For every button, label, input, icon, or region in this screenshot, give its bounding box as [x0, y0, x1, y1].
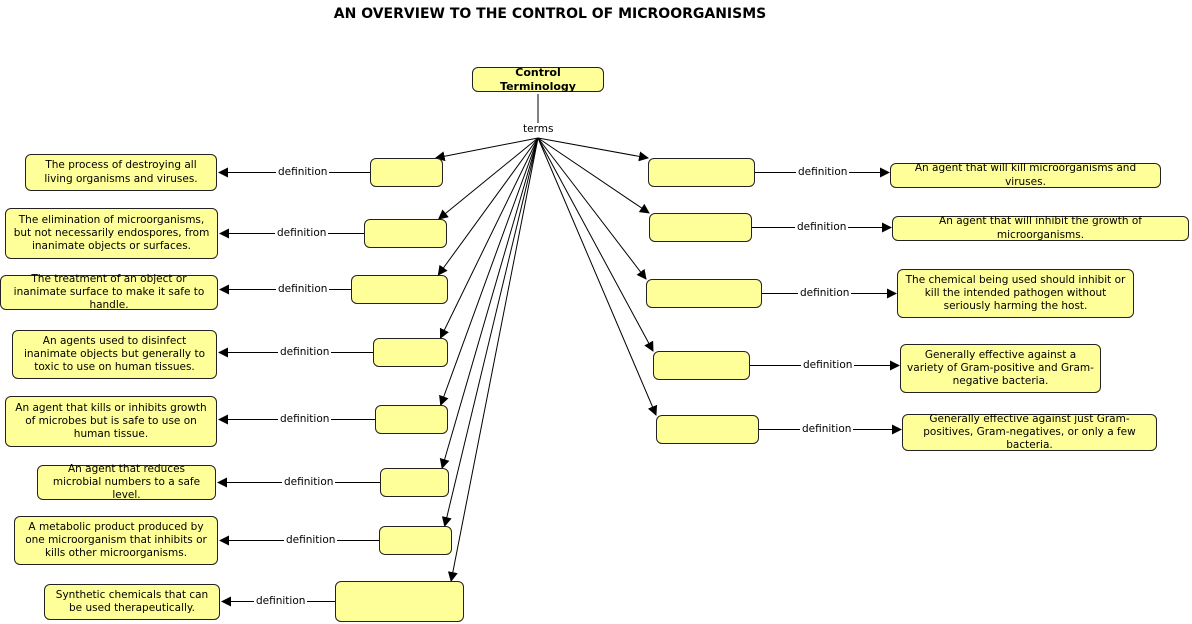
right-term-4[interactable] — [653, 351, 750, 380]
left-definition-2[interactable]: The elimination of microorganisms, but n… — [5, 208, 218, 259]
left-definition-label-2: definition — [275, 226, 329, 239]
terms-to-right-term-5 — [537, 137, 658, 416]
page-title: AN OVERVIEW TO THE CONTROL OF MICROORGAN… — [333, 6, 767, 22]
left-definition-label-8: definition — [254, 594, 308, 607]
terms-to-left-term-4 — [439, 137, 539, 339]
right-definition-2[interactable]: An agent that will inhibit the growth of… — [892, 215, 1189, 241]
left-term-2[interactable] — [364, 219, 447, 248]
left-term-7[interactable] — [379, 526, 452, 555]
left-term-4[interactable] — [373, 338, 448, 367]
terms-to-right-term-4 — [537, 137, 654, 352]
terms-to-left-term-6 — [439, 137, 539, 469]
left-definition-label-1: definition — [276, 165, 330, 178]
terms-to-left-term-8 — [447, 137, 539, 582]
terms-to-left-term-1 — [434, 137, 539, 162]
left-definition-8[interactable]: Synthetic chemicals that can be used the… — [44, 584, 220, 620]
left-term-5[interactable] — [375, 405, 448, 434]
left-definition-label-3: definition — [276, 282, 330, 295]
right-definition-4[interactable]: Generally effective against a variety of… — [900, 344, 1101, 393]
terms-to-left-term-3 — [437, 137, 539, 276]
right-definition-3[interactable]: The chemical being used should inhibit o… — [897, 269, 1134, 318]
terms-to-left-term-5 — [439, 137, 539, 406]
right-definition-1[interactable]: An agent that will kill microorganisms a… — [890, 162, 1161, 188]
left-definition-label-5: definition — [278, 412, 332, 425]
left-definition-1[interactable]: The process of destroying all living org… — [25, 154, 217, 191]
left-definition-label-4: definition — [278, 345, 332, 358]
right-term-1[interactable] — [648, 158, 755, 187]
root-node[interactable]: Control Terminology — [472, 66, 604, 93]
left-term-3[interactable] — [351, 275, 448, 304]
left-term-6[interactable] — [380, 468, 449, 497]
right-definition-label-2: definition — [795, 220, 849, 233]
right-term-3[interactable] — [646, 279, 762, 308]
left-definition-3[interactable]: The treatment of an object or inanimate … — [0, 273, 218, 311]
left-term-8[interactable] — [335, 581, 464, 622]
left-definition-5[interactable]: An agent that kills or inhibits growth o… — [5, 396, 217, 447]
right-definition-label-1: definition — [796, 165, 850, 178]
right-definition-label-4: definition — [801, 358, 855, 371]
left-definition-label-7: definition — [284, 533, 338, 546]
right-definition-label-5: definition — [800, 422, 854, 435]
terms-to-right-term-1 — [537, 137, 649, 162]
left-definition-7[interactable]: A metabolic product produced by one micr… — [14, 516, 218, 565]
hub-label: terms — [521, 123, 556, 135]
right-definition-label-3: definition — [798, 286, 852, 299]
terms-to-right-term-2 — [537, 137, 650, 214]
right-term-2[interactable] — [649, 213, 752, 242]
terms-to-left-term-7 — [441, 137, 539, 527]
left-definition-4[interactable]: An agents used to disinfect inanimate ob… — [12, 330, 217, 379]
right-term-5[interactable] — [656, 415, 759, 444]
left-definition-label-6: definition — [282, 475, 336, 488]
right-definition-5[interactable]: Generally effective against just Gram-po… — [902, 413, 1157, 451]
left-term-1[interactable] — [370, 158, 443, 187]
terms-to-right-term-3 — [537, 137, 647, 280]
left-definition-6[interactable]: An agent that reduces microbial numbers … — [37, 463, 216, 501]
terms-to-left-term-2 — [437, 137, 539, 220]
